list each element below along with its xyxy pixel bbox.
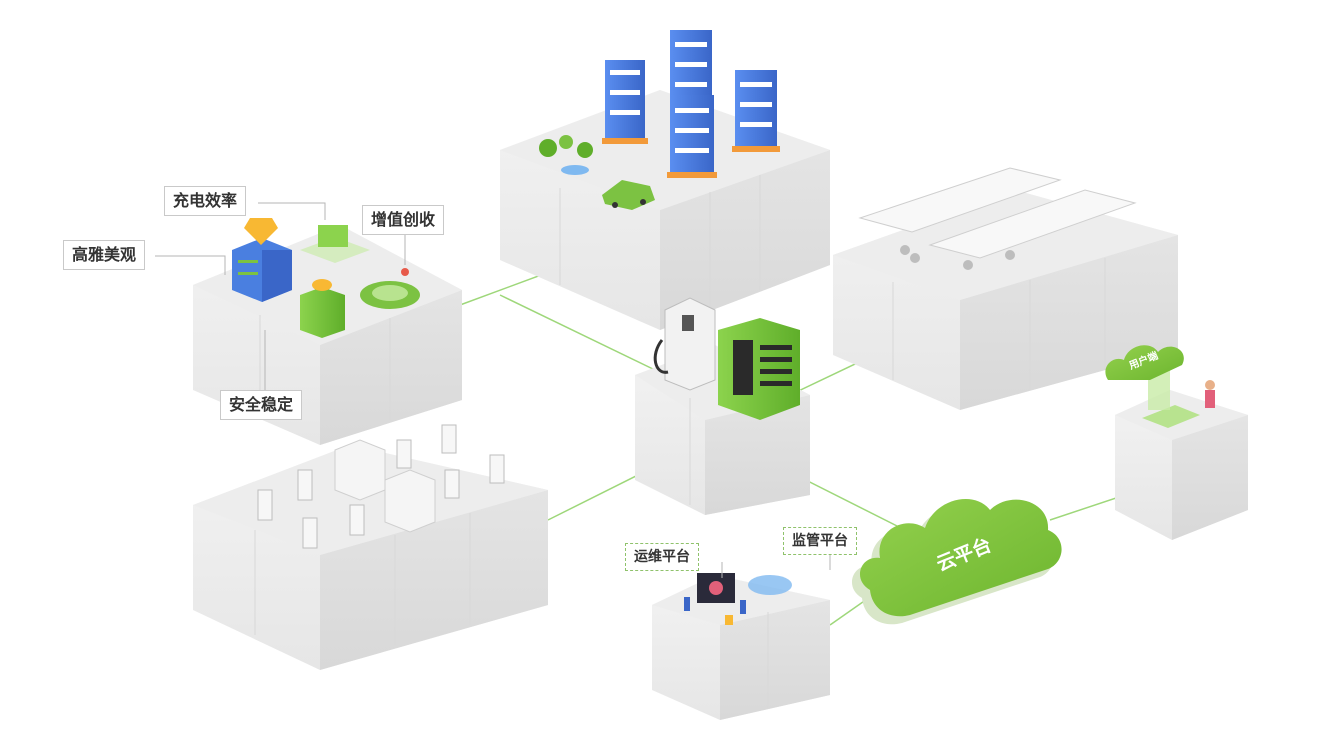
power-cabinet-icon <box>334 439 436 533</box>
car-icon <box>602 180 655 210</box>
charging-field-block <box>193 424 548 670</box>
charging-pile-icon <box>257 424 505 549</box>
label-ops-platform: 运维平台 <box>625 543 699 571</box>
phone-screen-icon <box>1142 370 1200 428</box>
person-icon <box>684 597 746 625</box>
apartment-tower-icon <box>602 60 648 144</box>
power-cabinet-icon <box>718 318 800 420</box>
scooter-icon <box>900 245 1015 270</box>
residential-block <box>500 30 830 330</box>
cloud-platform-icon <box>851 498 1062 625</box>
user-end-block <box>1115 370 1248 540</box>
charger-hub-block <box>635 297 810 515</box>
value-dial-icon <box>360 268 420 309</box>
user-end-cloud-icon <box>1105 345 1184 380</box>
person-icon <box>1205 380 1215 408</box>
carport-canopy-icon <box>858 167 1137 259</box>
platform-icon <box>300 225 370 263</box>
label-value-added: 增值创收 <box>362 205 445 235</box>
apartment-tower-icon <box>732 70 780 152</box>
apartment-tower-icon <box>667 95 717 178</box>
label-elegant: 高雅美观 <box>63 240 146 270</box>
label-supervision-platform: 监管平台 <box>783 527 857 555</box>
carport-block <box>833 167 1178 410</box>
diamond-icon <box>244 218 278 245</box>
office-building-icon <box>232 238 292 302</box>
monitor-screen-icon <box>697 573 792 603</box>
label-safety: 安全稳定 <box>220 390 303 420</box>
charging-pile-icon <box>653 297 716 391</box>
tree-icon <box>539 135 593 175</box>
ops-platform-block <box>652 573 830 720</box>
power-cabinet-icon <box>300 279 345 338</box>
label-efficiency: 充电效率 <box>164 186 247 216</box>
